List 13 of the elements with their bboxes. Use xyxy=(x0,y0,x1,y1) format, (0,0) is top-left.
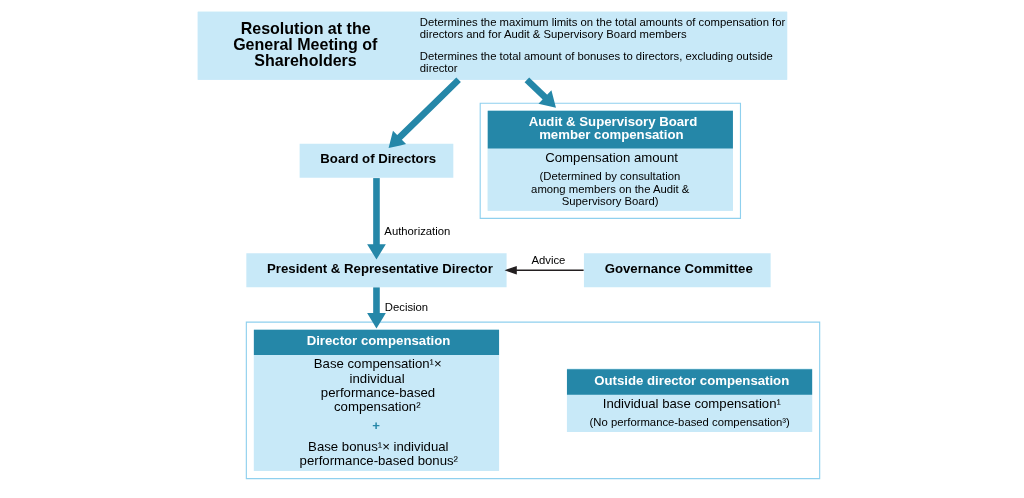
edge-label: Advice xyxy=(530,254,565,267)
cluster xyxy=(479,102,741,219)
arrow xyxy=(524,77,556,108)
arrow xyxy=(366,287,386,329)
arrow xyxy=(366,178,386,260)
node-box: Governance Committee xyxy=(583,253,771,288)
arrow xyxy=(388,77,461,149)
edge-label: Decision xyxy=(384,301,428,314)
cluster xyxy=(245,321,820,480)
arrow xyxy=(504,265,584,275)
node-box: Board of Directors xyxy=(299,143,453,178)
node-box: President & Representative Director xyxy=(245,253,507,288)
edge-label: Authorization xyxy=(383,224,450,237)
